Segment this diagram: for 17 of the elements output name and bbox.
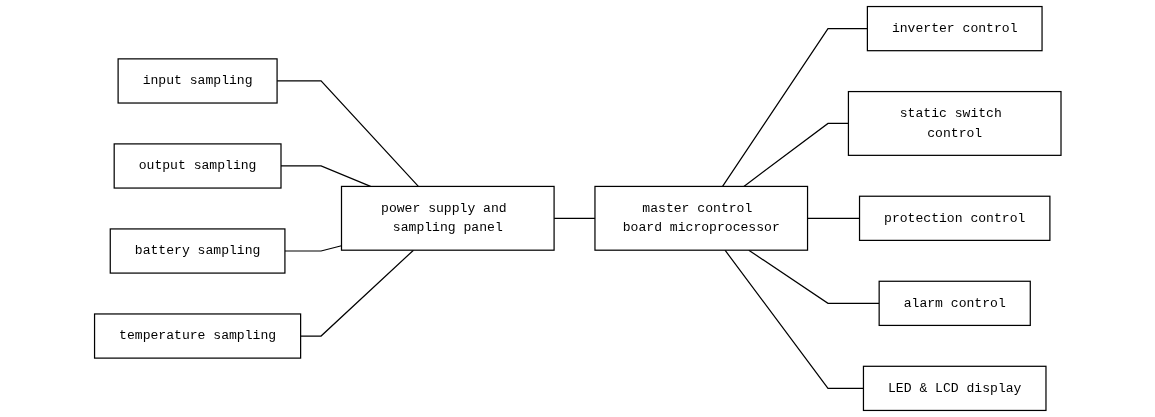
node-box: alarm control [878,280,1031,327]
node-box: output sampling [113,143,282,189]
node-box: power supply and sampling panel [340,185,555,251]
connector [280,165,371,188]
node-box: input sampling [117,58,278,104]
node-box: LED & LCD display [862,365,1047,412]
node-box: inverter control [866,5,1043,52]
connector [284,245,342,252]
node-box: protection control [858,195,1051,241]
node-box: master control board microprocessor [594,185,808,251]
node-box: battery sampling [109,228,286,274]
node-box: temperature sampling [93,313,301,359]
connector [742,122,849,188]
connector [724,249,864,389]
connector [721,28,868,188]
connector [276,80,419,188]
node-box: static switch control [847,90,1062,156]
